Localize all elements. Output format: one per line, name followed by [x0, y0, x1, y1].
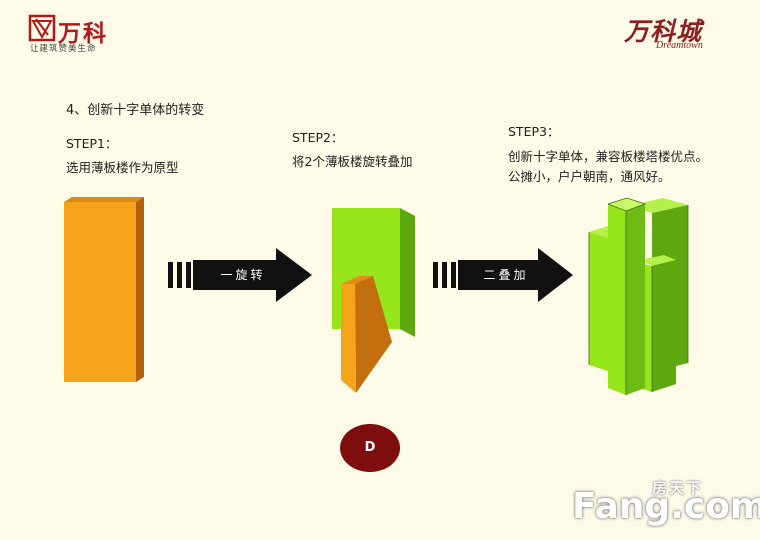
page-title: 4、创新十字单体的转变 — [66, 103, 205, 118]
step3-desc-line-2: 公摊小，户户朝南，通风好。 — [508, 169, 671, 184]
vanke-slogan: 让建筑赞美生命 — [30, 44, 97, 54]
dreamtown-logo-subtitle: Dreamtown — [656, 40, 703, 51]
vanke-logo-name: 万科 — [58, 20, 108, 47]
arrow-stack-label: 二叠加 — [483, 268, 529, 282]
step1-desc: 选用薄板楼作为原型 — [66, 160, 179, 175]
step2-desc: 将2个薄板楼旋转叠加 — [292, 154, 413, 169]
slab-step2-orange — [341, 276, 392, 393]
step2-label: STEP2： — [292, 130, 344, 145]
slab-step1 — [64, 197, 144, 382]
d-badge: D — [340, 424, 400, 472]
dreamtown-logo-name: 万科城 — [624, 17, 703, 46]
step3-desc: 创新十字单体，兼容板楼塔楼优点。 公摊小，户户朝南，通风好。 — [508, 147, 753, 187]
step3-desc-line-1: 创新十字单体，兼容板楼塔楼优点。 — [508, 149, 709, 164]
right-arrow-icon — [168, 248, 312, 302]
step3-label: STEP3： — [508, 124, 560, 139]
cross-block-step3 — [588, 197, 689, 395]
step1-label: STEP1： — [66, 136, 118, 151]
watermark-cn: 房天下 — [652, 479, 704, 497]
watermark-en: Fang.com — [572, 486, 760, 527]
right-arrow-icon — [433, 248, 573, 302]
arrow-rotate-label: 一旋转 — [220, 268, 266, 282]
